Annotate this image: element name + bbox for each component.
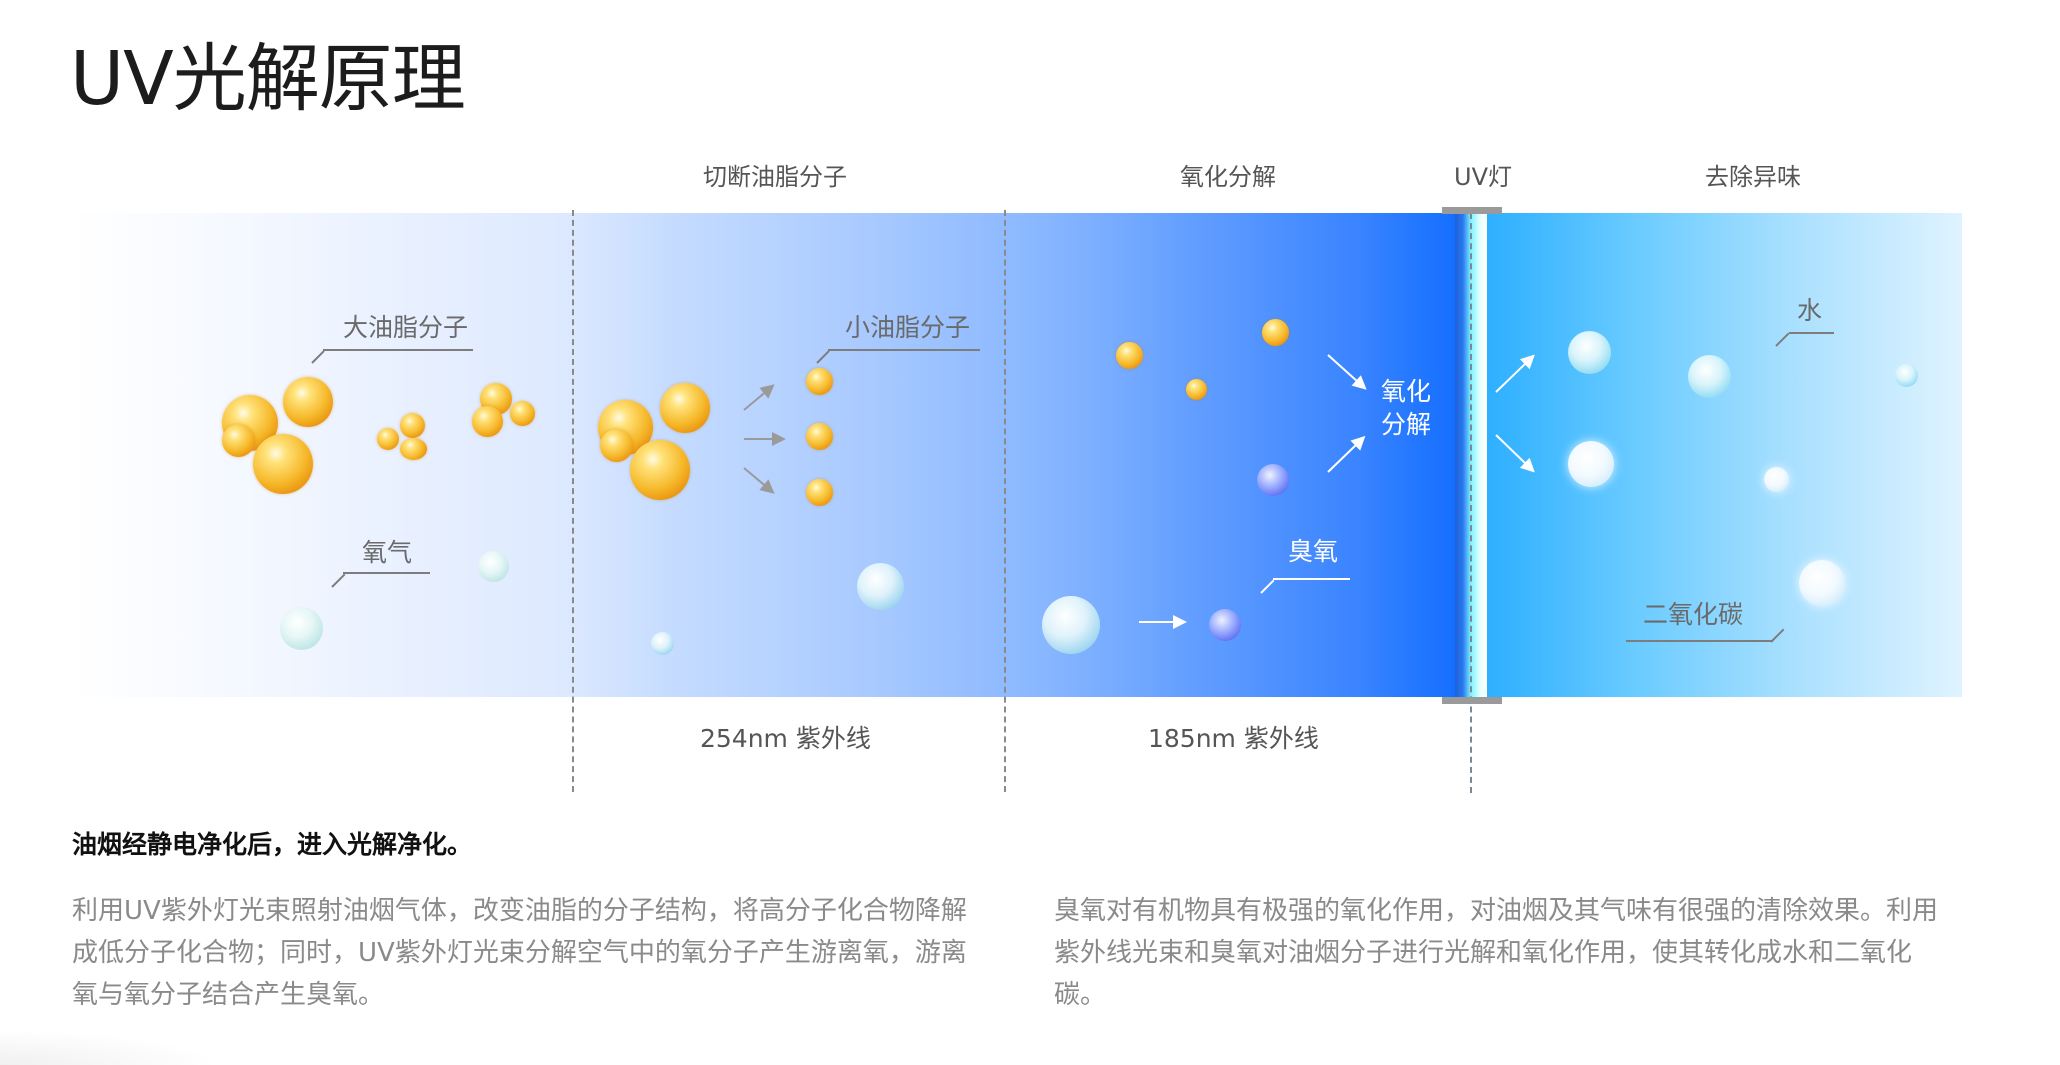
leader-line xyxy=(1273,578,1350,580)
large-oil-molecule xyxy=(283,377,333,427)
oil-molecule-small xyxy=(377,428,399,450)
oil-molecule-cluster xyxy=(472,406,503,437)
co2-molecule xyxy=(1799,560,1845,606)
water-molecule xyxy=(1568,331,1611,374)
label-water: 水 xyxy=(1797,296,1823,325)
label-small-oil-molecule: 小油脂分子 xyxy=(845,313,971,342)
water-molecule xyxy=(1688,355,1731,398)
co2-molecule xyxy=(1764,467,1789,492)
label-co2: 二氧化碳 xyxy=(1643,600,1744,629)
small-oil-molecule xyxy=(1262,319,1289,346)
large-oil-molecule xyxy=(253,434,313,494)
ozone-molecule xyxy=(1257,464,1289,496)
large-oil-molecule xyxy=(660,383,710,433)
oxygen-molecule xyxy=(651,632,674,655)
label-oxidize-decompose-line1: 氧化 xyxy=(1381,377,1432,406)
section-divider-1 xyxy=(572,210,574,792)
description-lead: 油烟经静电净化后，进入光解净化。 xyxy=(72,830,473,859)
oil-molecule-small xyxy=(400,413,425,438)
small-oil-molecule xyxy=(806,368,833,395)
leader-line xyxy=(343,572,430,574)
leader-line xyxy=(1789,332,1834,334)
label-large-oil-molecule: 大油脂分子 xyxy=(343,313,469,342)
small-oil-molecule xyxy=(806,423,833,450)
page-title: UV光解原理 xyxy=(70,36,466,122)
oil-molecule-small xyxy=(400,438,427,460)
large-oil-molecule xyxy=(600,429,633,462)
large-oil-molecule xyxy=(222,424,255,457)
oxygen-molecule xyxy=(857,563,904,610)
oil-molecule-cluster xyxy=(510,401,535,426)
arrow-right-icon xyxy=(744,432,786,446)
section-header-cut-oil: 切断油脂分子 xyxy=(703,163,847,191)
small-oil-molecule xyxy=(1186,379,1207,400)
wavelength-254nm: 254nm 紫外线 xyxy=(700,724,871,753)
small-oil-molecule xyxy=(806,479,833,506)
leader-line xyxy=(1626,640,1773,642)
oxygen-molecule xyxy=(1042,596,1100,654)
oxygen-molecule xyxy=(280,607,323,650)
section-header-uv-lamp: UV灯 xyxy=(1454,163,1512,191)
section-header-oxidation: 氧化分解 xyxy=(1180,163,1276,191)
leader-line xyxy=(828,349,980,351)
oxygen-molecule xyxy=(478,551,509,582)
water-molecule xyxy=(1895,364,1918,387)
description-left: 利用UV紫外灯光束照射油烟气体，改变油脂的分子结构，将高分子化合物降解成低分子化… xyxy=(72,896,967,1010)
uv-lamp-top-cap xyxy=(1442,207,1502,214)
section-header-deodorize: 去除异味 xyxy=(1705,163,1801,191)
uv-lamp-center-line xyxy=(1470,213,1472,793)
label-oxygen: 氧气 xyxy=(362,538,413,567)
section-divider-2 xyxy=(1004,210,1006,792)
label-oxidize-decompose-line2: 分解 xyxy=(1381,410,1432,439)
leader-line xyxy=(323,349,473,351)
wavelength-185nm: 185nm 紫外线 xyxy=(1148,724,1319,753)
small-oil-molecule xyxy=(1116,342,1143,369)
arrow-right-icon xyxy=(1139,615,1187,629)
label-ozone: 臭氧 xyxy=(1288,537,1339,566)
ozone-molecule xyxy=(1209,609,1241,641)
large-oil-molecule xyxy=(630,440,690,500)
description-right: 臭氧对有机物具有极强的氧化作用，对油烟及其气味有很强的清除效果。利用紫外线光束和… xyxy=(1054,896,1939,1010)
uv-lamp-bottom-cap xyxy=(1442,697,1502,704)
co2-molecule xyxy=(1568,441,1614,487)
corner-shadow xyxy=(0,1030,220,1065)
process-diagram-band xyxy=(72,213,1962,697)
